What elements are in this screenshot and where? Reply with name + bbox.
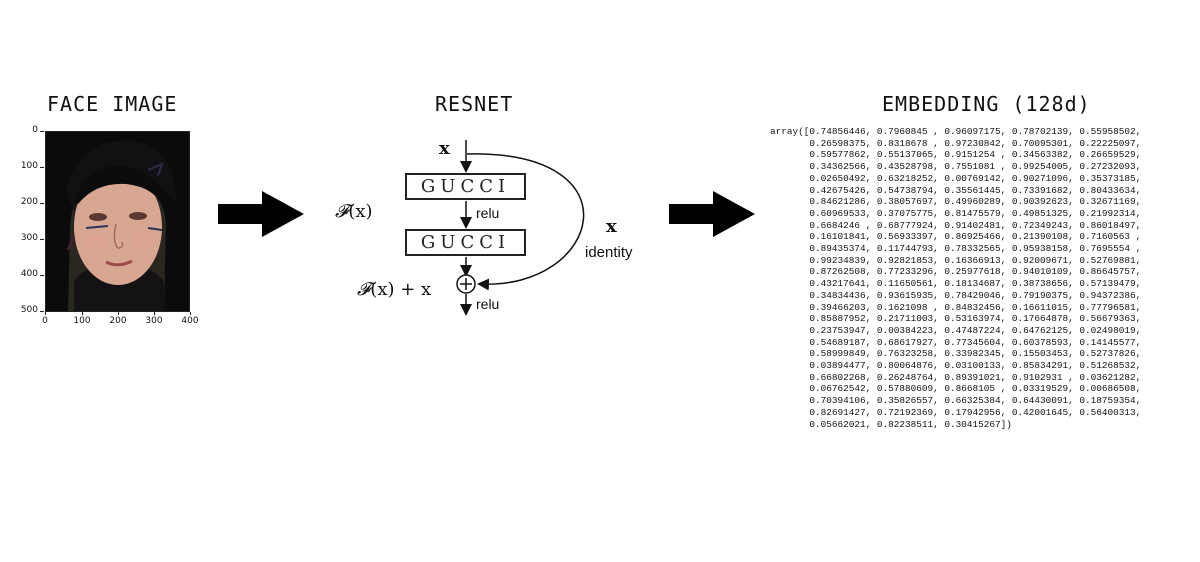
relu-label-1: relu: [476, 205, 500, 221]
input-x-label: x: [439, 138, 450, 159]
face-image-plot: [45, 131, 190, 312]
identity-label: identity: [585, 244, 633, 261]
fx-label: 𝓕(x): [335, 201, 373, 222]
x-tick: 200: [103, 312, 133, 326]
x-tick: 0: [30, 312, 60, 326]
resnet-heading: RESNET: [435, 92, 514, 116]
x-tick: 100: [67, 312, 97, 326]
embedding-array: array([0.74856446, 0.7960845 , 0.9609717…: [770, 126, 1142, 430]
embedding-heading: EMBEDDING (128d): [882, 92, 1091, 116]
face-image-heading: FACE IMAGE: [47, 92, 178, 116]
relu-label-2: relu: [476, 296, 500, 312]
x-tick: 400: [175, 312, 205, 326]
right-arrow-icon: [218, 191, 304, 237]
script-f-symbol: 𝓕: [357, 279, 371, 300]
y-tick: 300: [8, 233, 44, 243]
skip-x-label: x: [606, 216, 617, 237]
face-image: [46, 132, 189, 311]
fx-text: (x): [348, 201, 373, 222]
right-arrow-icon: [669, 191, 755, 237]
fx-plus-x-text: (x) + x: [370, 279, 432, 300]
fx-plus-x-label: 𝓕(x) + x: [357, 279, 431, 300]
y-tick: 0: [8, 125, 44, 135]
y-tick: 100: [8, 161, 44, 171]
y-tick: 200: [8, 197, 44, 207]
gucci-block-1: GUCCI: [405, 173, 526, 200]
x-tick: 300: [139, 312, 169, 326]
y-tick: 400: [8, 269, 44, 279]
script-f-symbol: 𝓕: [335, 201, 349, 222]
y-tick: 500: [8, 305, 44, 315]
gucci-block-2: GUCCI: [405, 229, 526, 256]
